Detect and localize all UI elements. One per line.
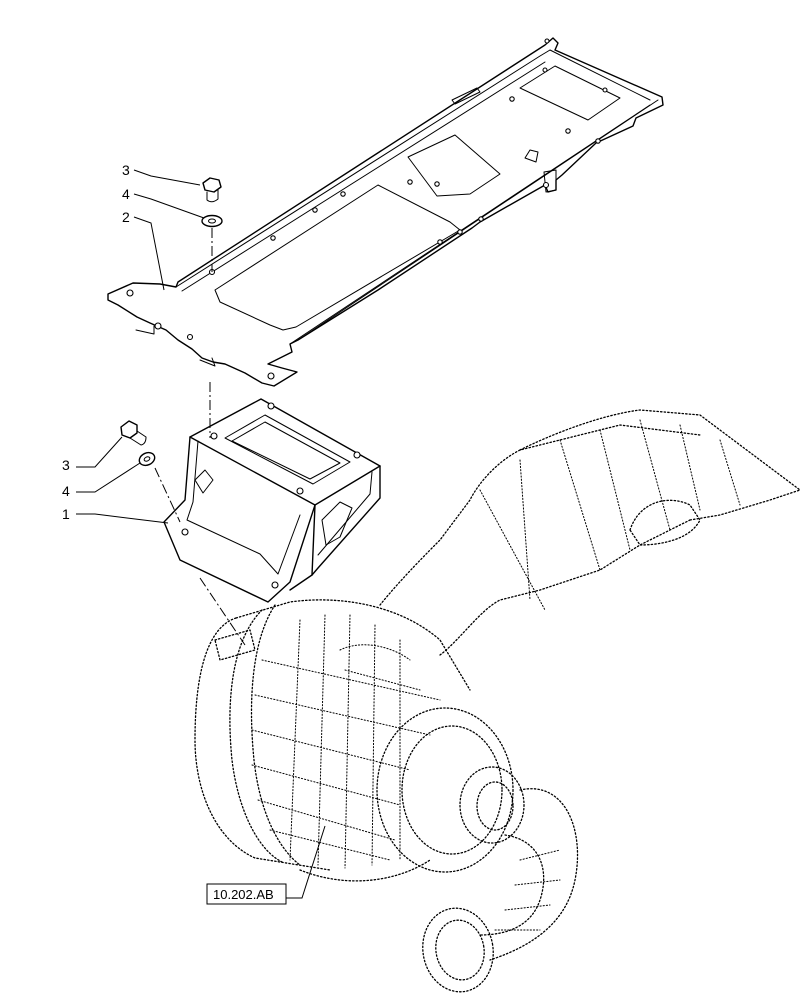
callout-lower-bolt: 3 [62, 436, 123, 473]
callout-frame: 2 [122, 209, 165, 291]
callout-number: 2 [122, 209, 130, 225]
callout-number: 3 [122, 162, 130, 178]
callout-top-washer: 4 [122, 186, 205, 219]
callout-number: 3 [62, 457, 70, 473]
mounting-bracket [163, 398, 381, 603]
callout-lower-washer: 4 [62, 462, 141, 499]
lower-washer [138, 451, 156, 467]
air-filter-housing [194, 409, 801, 993]
lower-bolt [120, 420, 147, 446]
top-bolt [202, 177, 222, 203]
lower-bolt-centerline [154, 467, 181, 523]
reference-label: 10.202.AB [206, 825, 326, 905]
callout-number: 4 [62, 483, 70, 499]
top-washer [201, 214, 223, 228]
callout-number: 4 [122, 186, 130, 202]
reference-code: 10.202.AB [213, 887, 274, 902]
callout-bracket: 1 [62, 506, 169, 524]
support-frame [107, 37, 664, 387]
callout-top-bolt: 3 [122, 162, 201, 186]
callout-number: 1 [62, 506, 70, 522]
